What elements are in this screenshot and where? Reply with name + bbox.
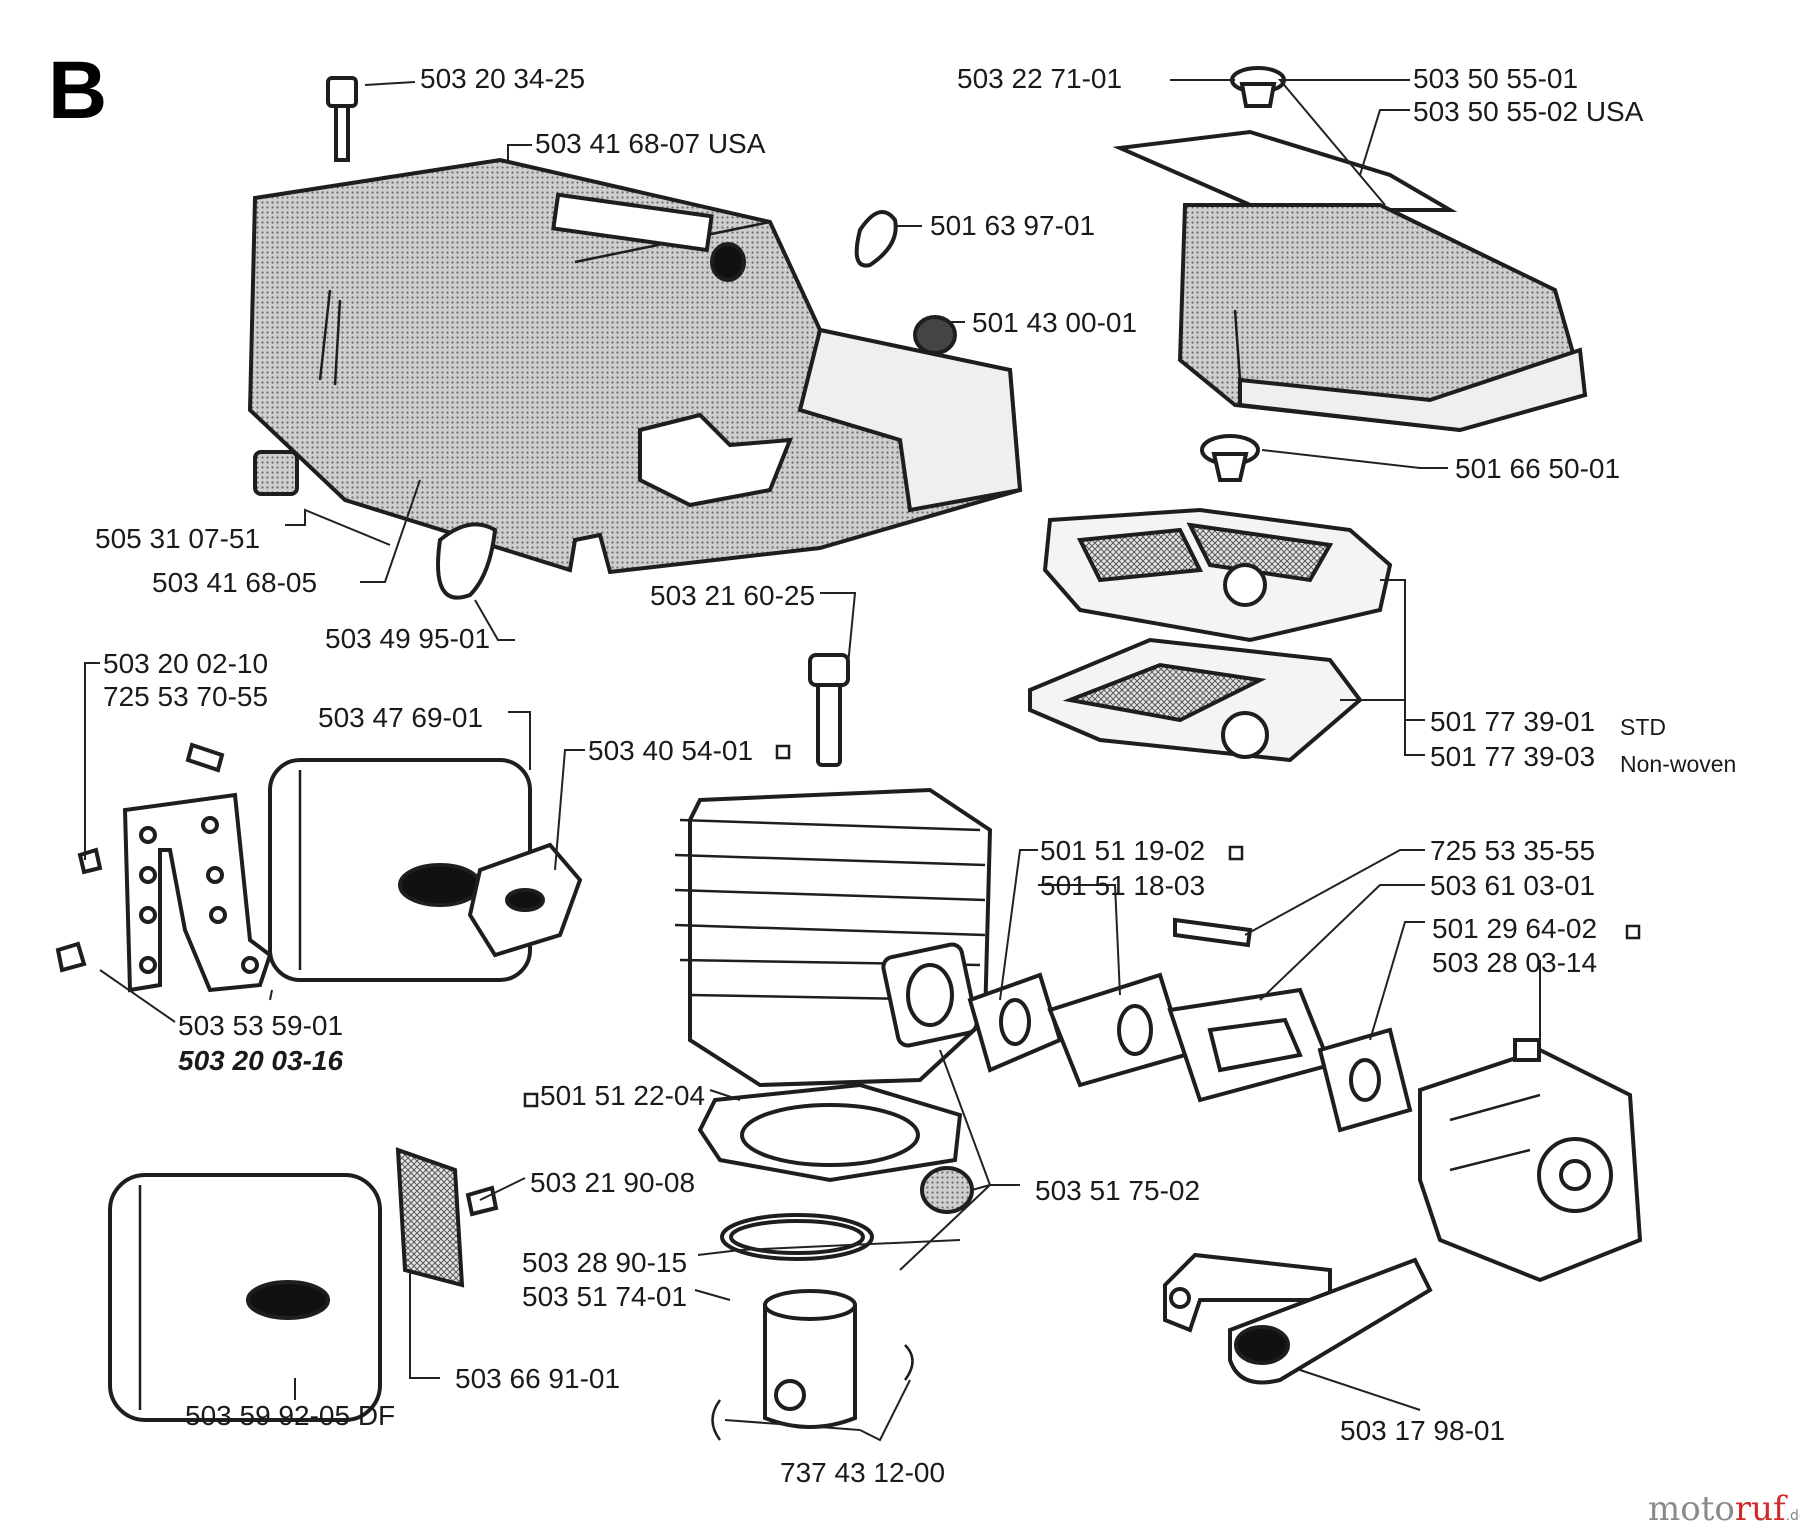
label-501-51-19-02: 501 51 19-02: [1040, 835, 1205, 866]
label-note-std: STD: [1620, 714, 1666, 740]
section-letter: B: [48, 45, 107, 136]
label-503-53-59-01: 503 53 59-01: [178, 1010, 343, 1041]
intake-drawing: [967, 917, 1413, 1133]
label-501-43-00-01: 501 43 00-01: [972, 307, 1137, 338]
cylinder-cover-drawing: [247, 157, 1023, 575]
label-503-41-68-05: 503 41 68-05: [152, 567, 317, 598]
label-503-50-55-02-usa: 503 50 55-02 USA: [1413, 96, 1644, 127]
label-503-66-91-01: 503 66 91-01: [455, 1363, 620, 1394]
lower-muffler-drawing: [108, 1147, 499, 1422]
label-503-20-34-25: 503 20 34-25: [420, 63, 585, 94]
label-505-31-07-51: 505 31 07-51: [95, 523, 260, 554]
watermark-text-red: ruf: [1735, 1489, 1788, 1528]
cylinder-drawing: [674, 653, 993, 1088]
watermark-logo: motoruf.de: [1648, 1489, 1800, 1528]
part-labels: 503 20 34-25 503 41 68-07 USA 503 22 71-…: [95, 63, 1736, 1488]
air-filter-cover-drawing: [1112, 129, 1588, 433]
label-503-20-02-10: 503 20 02-10: [103, 648, 268, 679]
piston-parts-drawing: [697, 1082, 974, 1441]
label-501-77-39-01: 501 77 39-01: [1430, 706, 1595, 737]
watermark-text-gray: moto: [1648, 1489, 1735, 1528]
label-503-59-92-05-df: 503 59 92-05 DF: [185, 1400, 395, 1431]
air-filter-drawing: [1028, 507, 1393, 763]
watermark-text-suffix: .de: [1786, 1508, 1800, 1524]
label-503-47-69-01: 503 47 69-01: [318, 702, 483, 733]
label-501-51-18-03: 501 51 18-03: [1040, 870, 1205, 901]
throttle-handle-drawing: [1163, 1252, 1433, 1385]
label-501-51-22-04: 501 51 22-04: [540, 1080, 705, 1111]
label-503-21-90-08: 503 21 90-08: [530, 1167, 695, 1198]
label-503-41-68-07-usa: 503 41 68-07 USA: [535, 128, 766, 159]
label-503-49-95-01: 503 49 95-01: [325, 623, 490, 654]
label-501-29-64-02: 501 29 64-02: [1432, 913, 1597, 944]
label-503-40-54-01: 503 40 54-01: [588, 735, 753, 766]
label-725-53-35-55: 725 53 35-55: [1430, 835, 1595, 866]
muffler-drawing: [268, 758, 583, 982]
label-501-77-39-03: 501 77 39-03: [1430, 741, 1595, 772]
label-501-66-50-01: 501 66 50-01: [1455, 453, 1620, 484]
label-503-21-60-25: 503 21 60-25: [650, 580, 815, 611]
label-503-22-71-01: 503 22 71-01: [957, 63, 1122, 94]
label-503-51-75-02: 503 51 75-02: [1035, 1175, 1200, 1206]
label-note-non-woven: Non-woven: [1620, 751, 1736, 777]
label-503-28-90-15: 503 28 90-15: [522, 1247, 687, 1278]
label-503-28-03-14: 503 28 03-14: [1432, 947, 1597, 978]
label-503-50-55-01: 503 50 55-01: [1413, 63, 1578, 94]
label-503-20-03-16: 503 20 03-16: [178, 1045, 343, 1076]
muffler-bracket-drawing: [55, 742, 273, 993]
carburetor-drawing: [1418, 1038, 1643, 1283]
label-501-63-97-01: 501 63 97-01: [930, 210, 1095, 241]
small-parts-top-drawing: [253, 66, 1286, 600]
leader-lines: [84, 79, 1541, 1442]
label-725-53-70-55: 725 53 70-55: [103, 681, 268, 712]
label-503-17-98-01: 503 17 98-01: [1340, 1415, 1505, 1446]
label-737-43-12-00: 737 43 12-00: [780, 1457, 945, 1488]
svg-text:motoruf.de: motoruf.de: [1648, 1489, 1800, 1528]
label-503-61-03-01: 503 61 03-01: [1430, 870, 1595, 901]
label-503-51-74-01: 503 51 74-01: [522, 1281, 687, 1312]
